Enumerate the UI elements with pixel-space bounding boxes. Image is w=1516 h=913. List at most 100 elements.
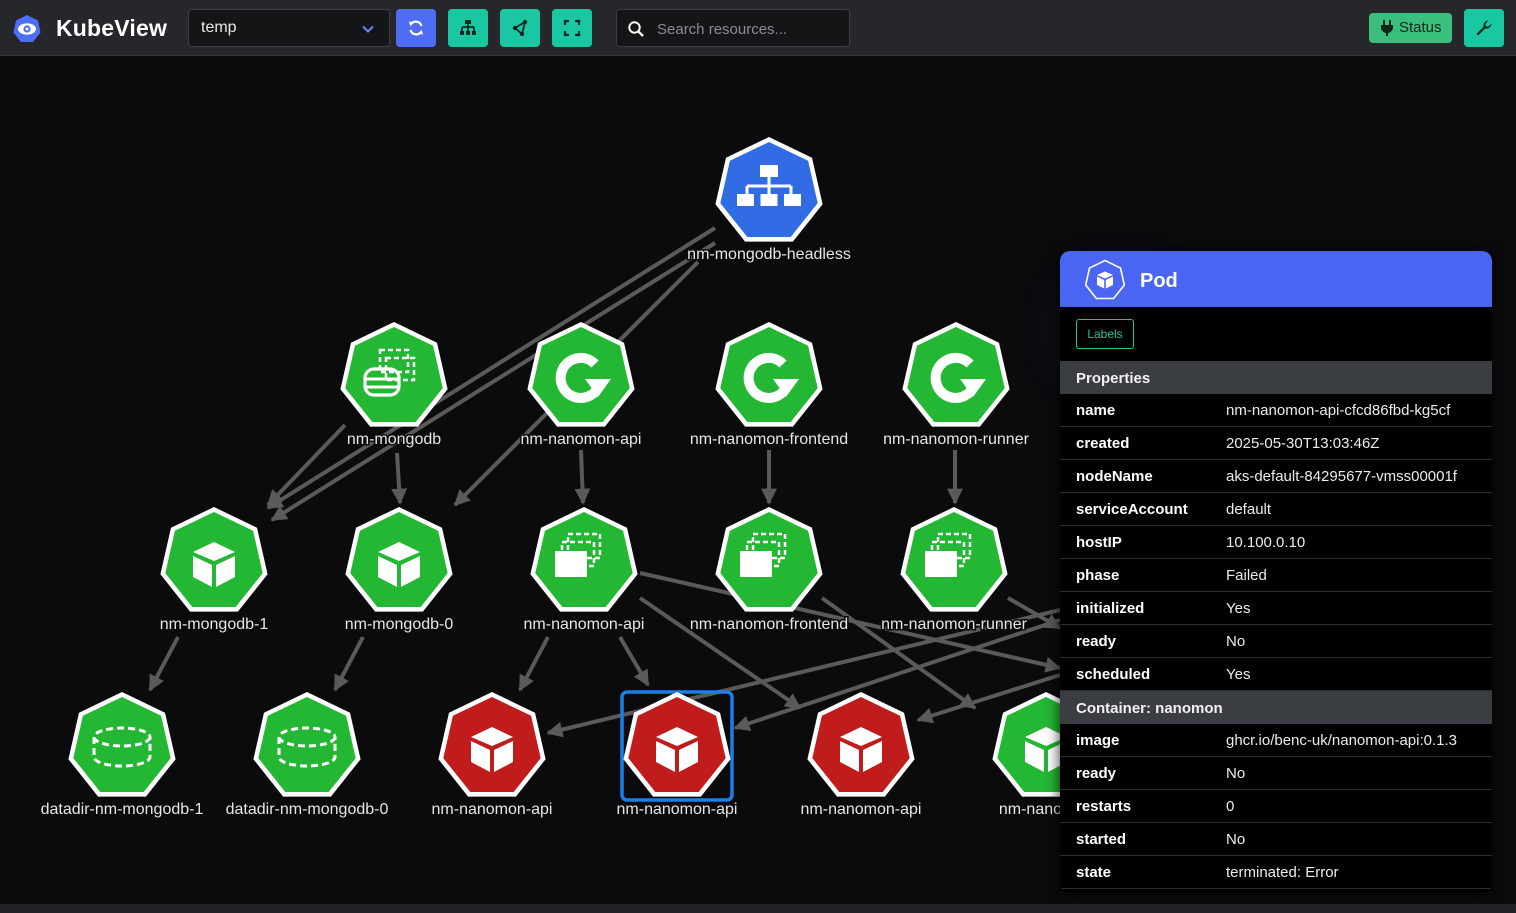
search-input[interactable] <box>655 17 845 41</box>
property-row: nodeName aks-default-84295677-vmss00001f <box>1060 460 1492 493</box>
graph-node-deployment[interactable]: nm-nanomon-api <box>519 322 643 450</box>
pod-icon <box>656 727 698 772</box>
property-key: initialized <box>1076 600 1145 617</box>
graph-edge <box>266 226 717 510</box>
replicaset-icon <box>555 532 602 577</box>
details-kind: Pod <box>1140 270 1178 292</box>
tree-layout-button[interactable] <box>448 9 488 47</box>
graph-edge <box>270 241 717 522</box>
refresh-icon <box>409 20 423 36</box>
graph-node-pod[interactable]: nm-mongodb-1 <box>158 507 270 635</box>
graph-node-service[interactable]: nm-mongodb-headless <box>686 137 852 265</box>
node-label: nm-nanomon-api <box>524 616 645 633</box>
graph-edge <box>391 452 408 505</box>
graph-node-deployment[interactable]: nm-nanomon-runner <box>882 322 1031 450</box>
property-value: default <box>1226 501 1272 518</box>
node-label: nm-mongodb <box>347 431 441 448</box>
node-label: nm-mongodb-0 <box>345 616 454 633</box>
graph-node-replicaset[interactable]: nm-nanomon-runner <box>880 507 1029 635</box>
property-key: started <box>1076 831 1127 848</box>
node-label: nm-nanomon-api <box>432 801 553 818</box>
graph-edge <box>148 636 180 692</box>
search-icon <box>628 21 644 37</box>
graph-edge <box>266 423 347 507</box>
node-label: nm-mongodb-1 <box>160 616 269 633</box>
pvc-icon <box>92 726 152 768</box>
refresh-button[interactable] <box>396 9 436 47</box>
graph-edge <box>638 596 802 710</box>
property-value: 10.100.0.10 <box>1226 534 1306 551</box>
node-label: datadir-nm-mongodb-1 <box>41 801 204 818</box>
bottom-strip <box>0 904 1516 913</box>
property-row: created 2025-05-30T13:03:46Z <box>1060 427 1492 460</box>
property-row: initialized Yes <box>1060 592 1492 625</box>
property-key: created <box>1076 435 1130 452</box>
property-value: 2025-05-30T13:03:46Z <box>1226 435 1380 452</box>
wrench-icon <box>1476 20 1492 36</box>
labels-button[interactable]: Labels <box>1076 319 1134 349</box>
namespace-select[interactable]: temp <box>188 9 390 47</box>
graph-node-pod[interactable]: nm-nanomon-api <box>615 690 739 820</box>
property-key: name <box>1076 402 1116 419</box>
network-layout-button[interactable] <box>500 9 540 47</box>
container-heading: Container: nanomon <box>1060 691 1492 724</box>
property-row: serviceAccount default <box>1060 493 1492 526</box>
graph-node-replicaset[interactable]: nm-nanomon-api <box>522 507 646 635</box>
pod-icon <box>471 727 513 772</box>
graph-node-pod[interactable]: nm-nanomon-api <box>430 692 554 820</box>
statefulset-icon <box>363 348 416 397</box>
deployment-icon <box>743 352 799 403</box>
resource-graph[interactable]: nm-mongodb-headless nm-mongodb nm-nanomo… <box>0 57 1516 904</box>
namespace-value: temp <box>201 19 237 36</box>
graph-edge <box>333 636 365 692</box>
tree-layout-icon <box>460 20 476 35</box>
pod-icon <box>1084 259 1126 300</box>
property-value: Yes <box>1226 600 1251 617</box>
property-value: No <box>1226 633 1246 650</box>
property-key: state <box>1076 864 1112 881</box>
graph-node-pvc[interactable]: datadir-nm-mongodb-0 <box>224 692 390 820</box>
property-value: terminated: Error <box>1226 864 1339 881</box>
graph-node-replicaset[interactable]: nm-nanomon-frontend <box>688 507 850 635</box>
property-row: state terminated: Error <box>1060 856 1492 889</box>
graph-node-pod[interactable]: nm-nanomon-api <box>799 692 923 820</box>
node-label: nm-nanomon-runner <box>881 616 1028 633</box>
network-layout-icon <box>512 19 528 37</box>
graph-node-pod[interactable]: nm-mongodb-0 <box>343 507 455 635</box>
settings-button[interactable] <box>1464 9 1504 47</box>
property-value: Yes <box>1226 666 1251 683</box>
replicaset-icon <box>925 532 972 577</box>
top-toolbar: KubeView temp <box>0 0 1516 56</box>
property-key: serviceAccount <box>1076 501 1188 518</box>
status-button[interactable]: Status <box>1369 13 1452 43</box>
node-label: nm-nanomon-api <box>521 431 642 448</box>
node-label: nm-nanomon-frontend <box>690 431 848 448</box>
node-label: nm-nanomon-runner <box>883 431 1030 448</box>
graph-edge <box>574 449 591 505</box>
search-box <box>616 9 850 47</box>
node-body <box>258 697 356 792</box>
graph-edge <box>518 636 550 692</box>
node-label: nm-nanomon-api <box>801 801 922 818</box>
graph-node-deployment[interactable]: nm-nanomon-frontend <box>688 322 850 450</box>
fit-view-icon <box>563 19 581 37</box>
property-key: hostIP <box>1076 534 1122 551</box>
fit-view-button[interactable] <box>552 9 592 47</box>
graph-node-pvc[interactable]: datadir-nm-mongodb-1 <box>39 692 205 820</box>
app-title: KubeView <box>56 15 168 41</box>
property-value: ghcr.io/benc-uk/nanomon-api:0.1.3 <box>1226 732 1457 749</box>
plug-icon <box>1381 20 1393 36</box>
property-key: nodeName <box>1076 468 1153 485</box>
property-value: aks-default-84295677-vmss00001f <box>1226 468 1457 485</box>
property-key: phase <box>1076 567 1120 584</box>
kubeview-logo-icon <box>13 15 41 42</box>
graph-node-statefulset[interactable]: nm-mongodb <box>340 322 448 450</box>
graph-edge <box>733 618 1061 732</box>
